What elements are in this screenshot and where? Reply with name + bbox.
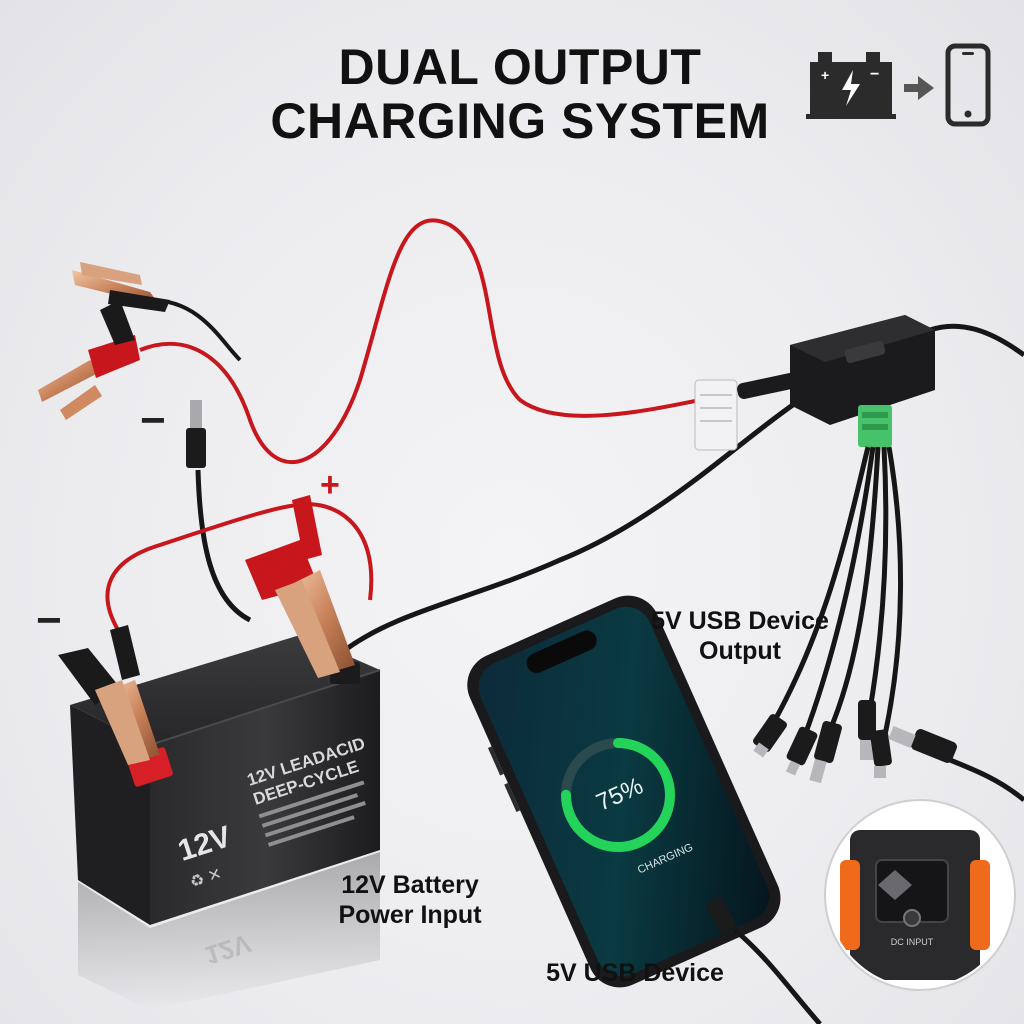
black-wire-barrel <box>195 469 252 623</box>
battery-reflection: 12V <box>78 852 380 1010</box>
dc-adapter-box: DC INPUT <box>824 799 1016 991</box>
black-wire-exit <box>929 323 1024 358</box>
page-title: DUAL OUTPUT CHARGING SYSTEM <box>250 40 790 148</box>
adapter-label: DC INPUT <box>891 937 934 947</box>
alligator-clamp-black-battery <box>58 625 160 765</box>
svg-text:−: − <box>870 66 879 83</box>
usb-connector-tips <box>753 700 892 784</box>
battery-input-label-line1: 12V Battery <box>341 871 479 899</box>
plus-sign: + <box>320 466 340 504</box>
usb-device-label: 5V USB Device <box>546 959 724 987</box>
usb-output-label: 5V USB Device Output <box>630 606 850 666</box>
phone-icon <box>945 43 991 127</box>
dc-plug-right <box>888 726 1024 802</box>
alligator-clamp-red-battery <box>245 495 355 678</box>
svg-text:+: + <box>821 67 829 83</box>
battery-input-label: 12V Battery Power Input <box>300 870 520 930</box>
title-line-2: CHARGING SYSTEM <box>270 93 770 149</box>
phone-usb-cable <box>706 897 822 1024</box>
minus-sign-battery: − <box>36 596 62 645</box>
black-wire-output <box>343 397 802 653</box>
battery-input-label-line2: Power Input <box>338 901 482 929</box>
charging-module <box>694 315 935 451</box>
title-line-1: DUAL OUTPUT <box>338 39 702 95</box>
usb-output-label-line2: Output <box>699 637 781 665</box>
smartphone: 75% CHARGING <box>467 595 781 988</box>
alligator-clamp-black-top <box>72 262 170 312</box>
battery-icon: + − <box>806 52 896 119</box>
alligator-clamp-red-top <box>38 300 140 420</box>
usb-output-label-line1: 5V USB Device <box>651 607 829 635</box>
green-connector <box>858 405 892 447</box>
charge-progress-ring <box>561 738 675 852</box>
arrow-right-icon <box>904 76 934 100</box>
dc-barrel-plug <box>186 400 206 468</box>
usb-fanout-cables <box>772 446 904 736</box>
red-wire-top <box>139 218 701 464</box>
minus-sign-barrel: − <box>140 396 166 445</box>
red-wire-battery <box>105 502 374 631</box>
